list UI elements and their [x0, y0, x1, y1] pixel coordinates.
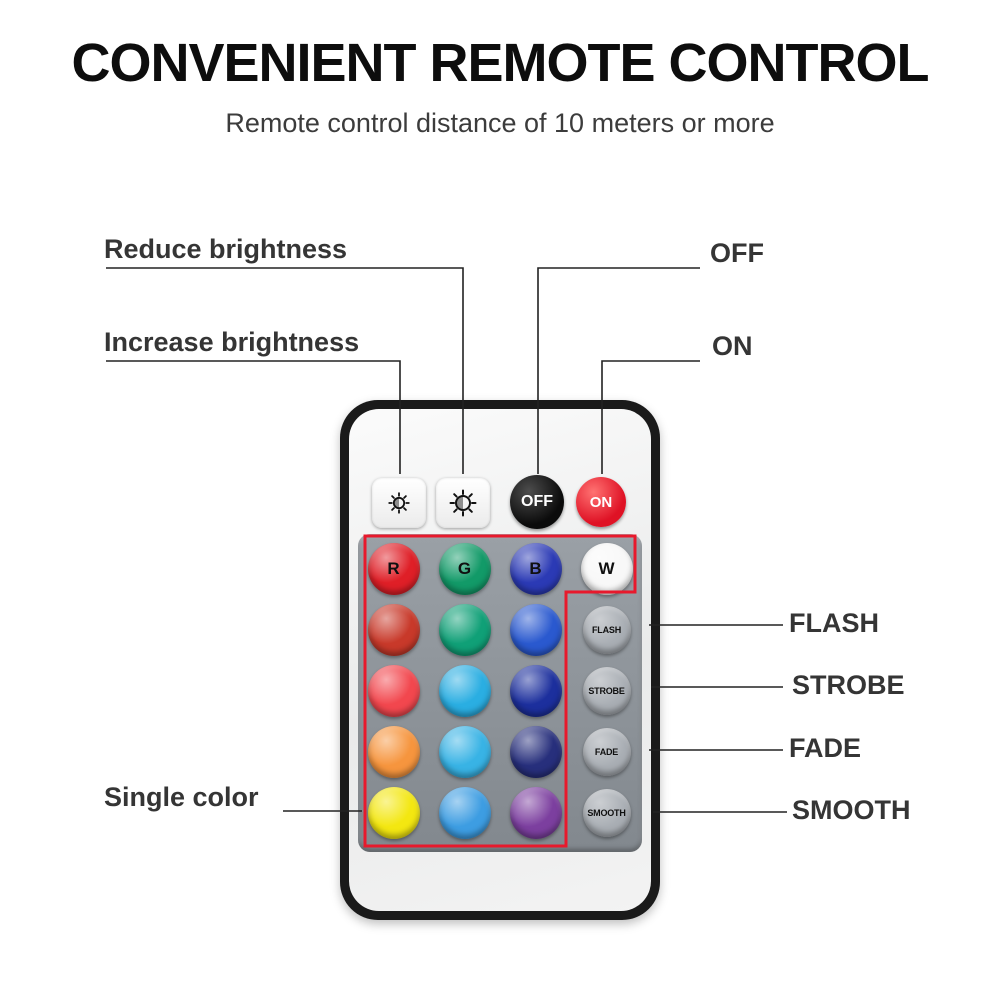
smooth-button[interactable]: SMOOTH: [582, 789, 631, 838]
green-button[interactable]: G: [438, 542, 491, 595]
on-button[interactable]: ON: [576, 477, 626, 527]
color-button-r3c3[interactable]: [509, 664, 562, 717]
sun-dim-icon: [388, 492, 410, 514]
fade-button[interactable]: FADE: [582, 728, 631, 777]
label-increase-brightness: Increase brightness: [104, 327, 360, 357]
label-off: OFF: [710, 238, 764, 268]
strobe-button[interactable]: STROBE: [582, 666, 631, 715]
label-on: ON: [712, 331, 753, 361]
color-button-r4c3[interactable]: [509, 726, 562, 779]
label-smooth: SMOOTH: [792, 795, 911, 825]
blue-button[interactable]: B: [509, 542, 562, 595]
red-button[interactable]: R: [367, 542, 420, 595]
label-single-color: Single color: [104, 782, 259, 812]
color-button-r3c1[interactable]: [367, 664, 420, 717]
color-button-r4c1[interactable]: [367, 726, 420, 779]
color-button-r5c2[interactable]: [438, 787, 491, 840]
color-button-r4c2[interactable]: [438, 726, 491, 779]
off-button[interactable]: OFF: [510, 475, 564, 529]
yellow-button[interactable]: [367, 787, 420, 840]
white-button[interactable]: W: [580, 542, 633, 595]
color-button-r2c1[interactable]: [367, 603, 420, 656]
color-button-r2c3[interactable]: [509, 603, 562, 656]
flash-button[interactable]: FLASH: [582, 605, 631, 654]
label-flash: FLASH: [789, 608, 879, 638]
brightness-down-button[interactable]: [372, 478, 426, 528]
color-button-r3c2[interactable]: [438, 664, 491, 717]
label-fade: FADE: [789, 733, 862, 763]
label-reduce-brightness: Reduce brightness: [104, 234, 348, 264]
sun-bright-icon: [449, 489, 477, 517]
color-button-r2c2[interactable]: [438, 603, 491, 656]
label-strobe: STROBE: [792, 670, 905, 700]
subtitle: Remote control distance of 10 meters or …: [225, 108, 775, 138]
page-title: CONVENIENT REMOTE CONTROL: [71, 33, 929, 93]
brightness-up-button[interactable]: [436, 478, 490, 528]
color-button-r5c3[interactable]: [509, 787, 562, 840]
